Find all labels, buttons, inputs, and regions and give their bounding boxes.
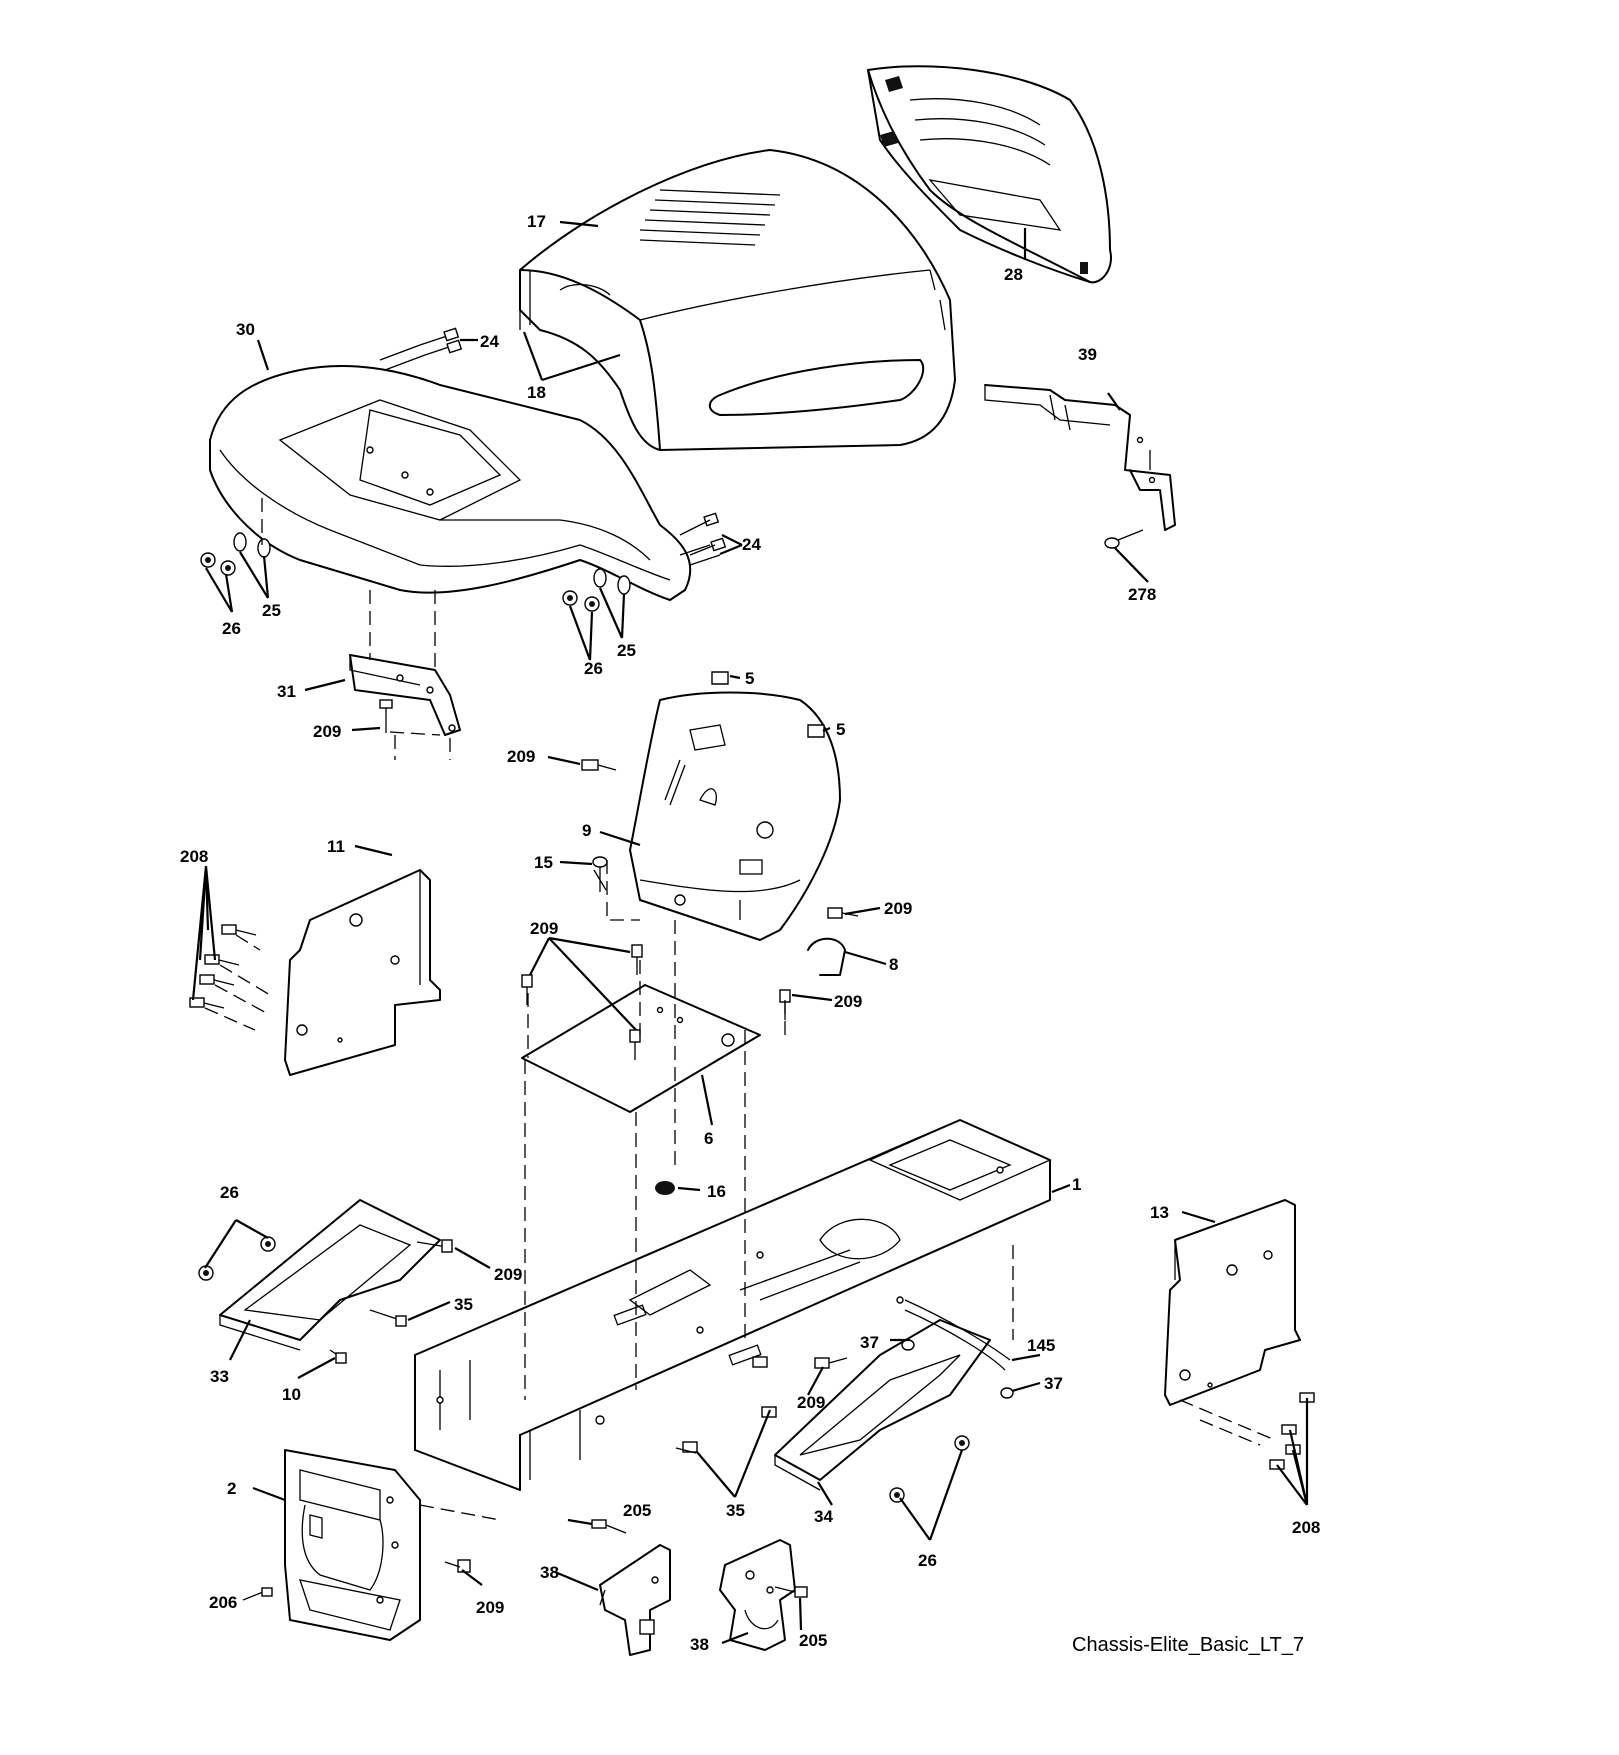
callout-209-plate: 209 bbox=[530, 919, 558, 938]
callout-labels: 17 18 28 30 24 24 25 26 25 26 39 278 31 … bbox=[180, 212, 1320, 1654]
callout-6: 6 bbox=[704, 1129, 713, 1148]
callout-209-footrest: 209 bbox=[494, 1265, 522, 1284]
callout-209-dash: 209 bbox=[507, 747, 535, 766]
washers-nuts-right bbox=[562, 568, 631, 612]
bolts-part-24-right bbox=[679, 512, 727, 566]
nuts-part-26-footrest bbox=[198, 1236, 970, 1503]
footrest-part-34 bbox=[774, 1319, 991, 1491]
callout-33: 33 bbox=[210, 1367, 229, 1386]
callout-26-footrest-right: 26 bbox=[918, 1551, 937, 1570]
callout-205-upper: 205 bbox=[623, 1501, 651, 1520]
callout-5-right: 5 bbox=[836, 720, 845, 739]
callout-2: 2 bbox=[227, 1479, 236, 1498]
callout-209-plate-right: 209 bbox=[834, 992, 862, 1011]
callout-10: 10 bbox=[282, 1385, 301, 1404]
callout-30: 30 bbox=[236, 320, 255, 339]
callout-208-right: 208 bbox=[1292, 1518, 1320, 1537]
diagram-caption: Chassis-Elite_Basic_LT_7 bbox=[1072, 1634, 1304, 1656]
screw-part-15 bbox=[592, 856, 608, 892]
callout-209-frame: 209 bbox=[797, 1393, 825, 1412]
callout-37-lower: 37 bbox=[1044, 1374, 1063, 1393]
frame-part-1 bbox=[414, 1119, 1052, 1491]
callout-34: 34 bbox=[814, 1507, 833, 1526]
callout-208-left: 208 bbox=[180, 847, 208, 866]
callout-24-lower: 24 bbox=[742, 535, 761, 554]
bolt-part-145 bbox=[901, 1299, 1014, 1399]
bracket-part-38-b bbox=[719, 1539, 796, 1651]
bumpers-part-5 bbox=[711, 671, 825, 738]
bolts-part-24-left bbox=[379, 327, 463, 371]
callout-35-lower: 35 bbox=[726, 1501, 745, 1520]
callout-25-left: 25 bbox=[262, 601, 281, 620]
callout-209-fender: 209 bbox=[313, 722, 341, 741]
callout-31: 31 bbox=[277, 682, 296, 701]
hood-part-17 bbox=[519, 149, 956, 451]
callout-15: 15 bbox=[534, 853, 553, 872]
side-panel-part-11 bbox=[284, 869, 441, 1076]
bolt-part-278 bbox=[1104, 529, 1144, 549]
callout-26-footrest-left: 26 bbox=[220, 1183, 239, 1202]
side-panel-part-13 bbox=[1164, 1199, 1301, 1406]
callout-35-upper: 35 bbox=[454, 1295, 473, 1314]
callout-13: 13 bbox=[1150, 1203, 1169, 1222]
callout-38-lower: 38 bbox=[690, 1635, 709, 1654]
callout-24-upper: 24 bbox=[480, 332, 499, 351]
grille-part-28 bbox=[867, 65, 1112, 284]
callout-16: 16 bbox=[707, 1182, 726, 1201]
callout-5-top: 5 bbox=[745, 669, 754, 688]
callout-26-right: 26 bbox=[584, 659, 603, 678]
callout-206: 206 bbox=[209, 1593, 237, 1612]
bracket-part-38-a bbox=[599, 1544, 671, 1656]
callout-11: 11 bbox=[327, 837, 345, 856]
screws-206-209-front bbox=[242, 1559, 471, 1601]
callout-39: 39 bbox=[1078, 345, 1097, 364]
screw-part-209-fender bbox=[379, 699, 393, 733]
screws-part-209-plate bbox=[521, 944, 791, 1060]
bolts-part-208-left bbox=[189, 924, 257, 1009]
screws-part-205 bbox=[591, 1519, 808, 1598]
assembly-lines bbox=[204, 498, 1276, 1521]
callout-1: 1 bbox=[1072, 1175, 1081, 1194]
callout-25-right: 25 bbox=[617, 641, 636, 660]
callout-38-left: 38 bbox=[540, 1563, 559, 1582]
fender-part-30 bbox=[209, 365, 692, 601]
callout-37-upper: 37 bbox=[860, 1333, 879, 1352]
leader-lines bbox=[191, 220, 1309, 1645]
washers-nuts-left bbox=[200, 532, 271, 576]
clip-part-8 bbox=[807, 937, 846, 976]
callout-209-front: 209 bbox=[476, 1598, 504, 1617]
fender-bracket-part-31 bbox=[349, 654, 461, 736]
callout-145: 145 bbox=[1027, 1336, 1055, 1355]
callout-209-dash-lower: 209 bbox=[884, 899, 912, 918]
callout-18: 18 bbox=[527, 383, 546, 402]
footrest-part-33 bbox=[219, 1199, 441, 1351]
callout-278: 278 bbox=[1128, 585, 1156, 604]
callout-17: 17 bbox=[527, 212, 546, 231]
front-bracket-part-2 bbox=[284, 1449, 421, 1641]
bushing-part-16 bbox=[655, 1181, 675, 1195]
callout-205-lower: 205 bbox=[799, 1631, 827, 1650]
callout-8: 8 bbox=[889, 955, 898, 974]
bracket-part-39 bbox=[984, 384, 1176, 531]
callout-26-left: 26 bbox=[222, 619, 241, 638]
dash-panel-part-9 bbox=[629, 691, 841, 941]
screw-part-209-dash bbox=[581, 759, 859, 919]
plate-part-6 bbox=[521, 984, 761, 1113]
callout-28: 28 bbox=[1004, 265, 1023, 284]
callout-9: 9 bbox=[582, 821, 591, 840]
